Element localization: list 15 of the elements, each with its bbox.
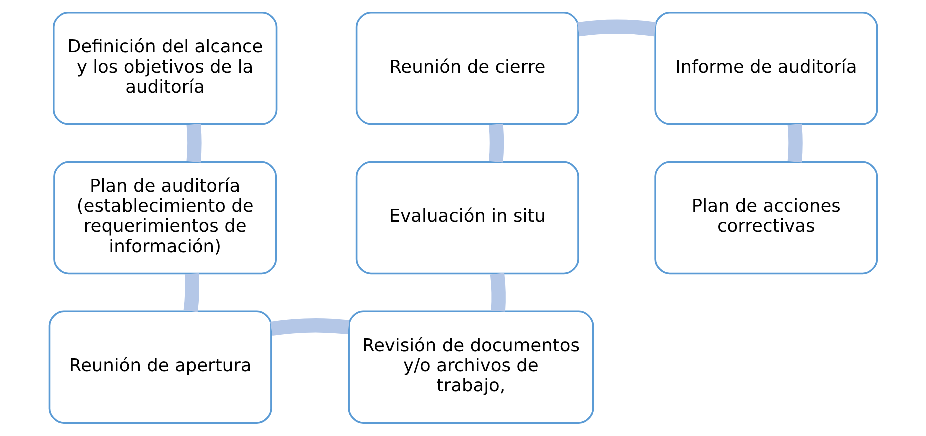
node-box: Reunión de cierre [355,12,579,126]
connector [183,274,200,312]
node-box: Plan de acciones correctivas [654,161,878,275]
connector [186,124,202,163]
connector [787,124,802,163]
connector [488,124,504,163]
connector [270,318,350,336]
node-box: Evaluación in situ [355,161,579,275]
connector [577,20,656,37]
node-box: Plan de auditoría (establecimiento de requerimientos de información) [53,161,277,275]
node-box: Reunión de apertura [48,310,272,424]
connector [490,273,506,312]
node-box: Definición del alcance y los objetivos de la auditoría [52,12,278,126]
node-box: Informe de auditoría [654,12,878,126]
node-box: Revisión de documentos y/o archivos de trabajo, [348,310,594,424]
